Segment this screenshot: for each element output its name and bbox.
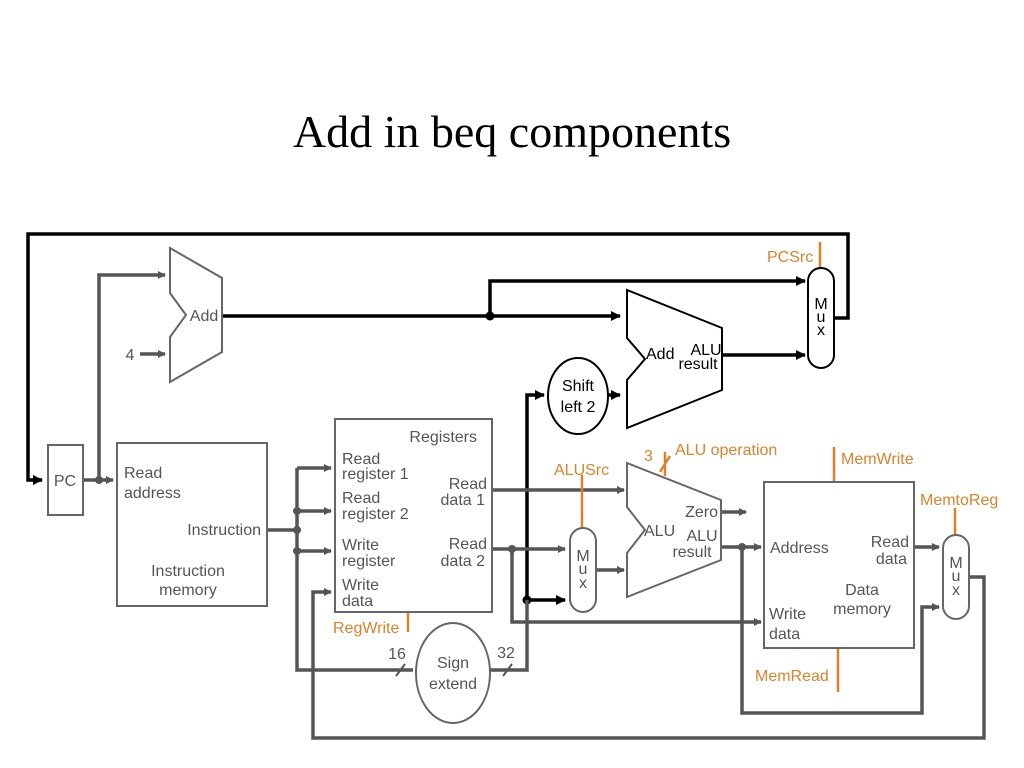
memwrite-label: MemWrite [841, 451, 914, 468]
bits16-label: 16 [388, 646, 406, 663]
mux-label: u [579, 561, 588, 578]
zero-label: Zero [685, 504, 718, 521]
alusrc-label: ALUSrc [554, 462, 609, 479]
instruction-trunk-wire [295, 468, 413, 672]
pc-label: PC [54, 473, 76, 490]
pcsrc-label: PCSrc [767, 249, 813, 266]
pc-register [47, 444, 84, 516]
shift-label: left 2 [561, 399, 596, 416]
dmem-write-data-label: Write [769, 606, 806, 623]
bits32-tick [502, 663, 513, 677]
pcsrc-mux [807, 267, 835, 369]
dmem-name-label: memory [833, 601, 891, 618]
mux-label: x [817, 322, 825, 339]
regwrite-label: RegWrite [333, 620, 399, 637]
mux-label: x [579, 575, 587, 592]
read-reg1-label: register 1 [342, 466, 409, 483]
branch-adder [626, 288, 723, 430]
alu-result-bypass-wire [740, 547, 940, 715]
junction-dot [95, 476, 103, 484]
shift-left-2 [547, 357, 609, 435]
mux-label: u [952, 568, 961, 585]
read-data2-label: data 2 [441, 553, 486, 570]
mux-label: M [576, 548, 589, 565]
junction-dot [293, 526, 301, 534]
junction-dot [508, 545, 516, 553]
write-reg-label: register [342, 553, 396, 570]
junction-dot [293, 547, 301, 555]
datapath-wires [84, 271, 986, 740]
read-data2-label: Read [449, 536, 487, 553]
write-reg-label: Write [342, 537, 379, 554]
register-file [334, 418, 493, 613]
slide-title: Add in beq components [292, 106, 732, 157]
beq-wires [26, 232, 850, 605]
read-reg2-label: register 2 [342, 506, 409, 523]
dmem-read-data-label: data [876, 551, 907, 568]
imem-name-label: Instruction [151, 563, 225, 580]
alu-label: ALU [644, 523, 675, 540]
branch-add-label: Add [646, 346, 674, 363]
bits16-tick [395, 663, 406, 677]
read-data1-label: data 1 [441, 492, 486, 509]
read-reg2-label: Read [342, 490, 380, 507]
bits32-label: 32 [497, 645, 515, 662]
constant-four-label: 4 [126, 347, 135, 364]
alu-result-label: ALU [686, 528, 717, 545]
imem-read-label: Read [124, 465, 162, 482]
control-lines [406, 242, 957, 692]
data-memory [763, 481, 915, 649]
mux-label: u [817, 309, 826, 326]
mux-label: x [952, 582, 960, 599]
shift-label: Shift [562, 378, 595, 395]
read-data2-to-dmem-wire [510, 549, 762, 626]
alu-result-label: result [672, 544, 712, 561]
sign-extend-label: extend [429, 676, 477, 693]
memread-label: MemRead [755, 668, 829, 685]
write-data-label: data [342, 593, 373, 610]
pc-adder [169, 246, 223, 384]
dmem-write-data-label: data [769, 626, 800, 643]
alu-op-bits-label: 3 [644, 448, 653, 465]
sign-extend [415, 622, 491, 724]
imem-address-label: address [124, 485, 181, 502]
junction-dot [738, 543, 746, 551]
writeback-wire [311, 575, 986, 740]
alu-operation-label: ALU operation [675, 442, 777, 459]
read-reg1-label: Read [342, 451, 380, 468]
read-data1-label: Read [449, 476, 487, 493]
next-pc-wire [26, 232, 850, 485]
pc-to-add-wire [97, 271, 166, 480]
main-alu [626, 461, 722, 599]
imem-name-label: memory [159, 582, 217, 599]
instruction-memory [116, 442, 268, 607]
mux-label: M [949, 555, 962, 572]
imem-instruction-label: Instruction [187, 522, 261, 539]
junction-dot [293, 507, 301, 515]
memtoreg-label: MemtoReg [920, 492, 998, 509]
dmem-address-label: Address [770, 540, 829, 557]
dmem-name-label: Data [845, 582, 879, 599]
memtoreg-mux [942, 534, 970, 620]
junction-dot [485, 311, 495, 321]
pc4-to-mux-wire [488, 276, 806, 316]
mux-label: M [814, 296, 827, 313]
alu-operation-bits-tick [658, 455, 672, 473]
alusrc-mux [569, 527, 597, 613]
sign-extend-label: Sign [437, 655, 469, 672]
branch-alu-result-label: ALU [690, 342, 721, 359]
branch-alu-result-label: result [678, 356, 718, 373]
add-label: Add [190, 308, 218, 325]
signext-to-shift-wire [525, 390, 545, 600]
registers-label: Registers [409, 429, 477, 446]
dmem-read-data-label: Read [871, 534, 909, 551]
write-data-label: Write [342, 577, 379, 594]
